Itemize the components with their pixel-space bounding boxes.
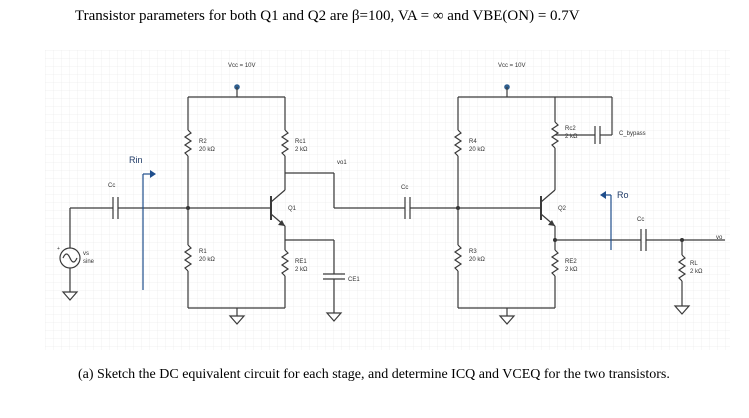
ro-indicator: Ro — [600, 190, 629, 250]
rl-value: 2 kΩ — [690, 269, 703, 275]
source-vs: + vs sine — [57, 246, 95, 301]
capacitor-c-bypass: C_bypass — [555, 126, 646, 144]
q2-label: Q2 — [558, 206, 567, 212]
vo-label: vo — [716, 235, 723, 241]
capacitor-cc-out: Cc — [637, 217, 725, 251]
ground-stage2-bias — [498, 308, 516, 325]
resistor-rl: RL 2 kΩ — [677, 240, 703, 306]
resistor-r4: R4 20 kΩ — [453, 97, 485, 208]
re2-value: 2 kΩ — [565, 267, 578, 273]
vcc2-source: Vcc = 10V — [498, 63, 526, 97]
rc2-value: 2 kΩ — [565, 134, 578, 140]
grid-background — [45, 50, 730, 350]
transistor-q1: Q1 — [188, 173, 297, 240]
question-text: (a) Sketch the DC equivalent circuit for… — [78, 367, 670, 382]
rl-name: RL — [690, 261, 698, 267]
re2-name: RE2 — [565, 259, 577, 265]
capacitor-cc-mid: Cc — [401, 185, 458, 219]
cc-in-label: Cc — [108, 183, 115, 189]
r1-name: R1 — [199, 249, 207, 255]
ground-stage1-bias — [228, 308, 246, 325]
capacitor-cc-in: Cc — [108, 183, 188, 219]
transistor-q2: Q2 — [458, 173, 567, 240]
vs-type: sine — [83, 259, 95, 265]
c-bypass-label: C_bypass — [619, 131, 646, 137]
rc2-name: Rc2 — [565, 126, 576, 132]
resistor-r1: R1 20 kΩ — [183, 208, 285, 309]
vs-name: vs — [83, 251, 89, 257]
circuit-diagram: Vcc = 10V R2 20 kΩ Rc1 2 kΩ vo1 — [45, 50, 730, 350]
ground-ce1 — [325, 312, 343, 322]
vcc1-label: Vcc = 10V — [228, 63, 256, 69]
rc1-value: 2 kΩ — [295, 147, 308, 153]
resistor-r2: R2 20 kΩ — [183, 97, 215, 208]
problem-statement: Transistor parameters for both Q1 and Q2… — [75, 8, 580, 24]
resistor-re1: RE1 2 kΩ — [280, 240, 308, 308]
vcc2-label: Vcc = 10V — [498, 63, 526, 69]
vcc1-source: Vcc = 10V — [228, 63, 256, 97]
r2-value: 20 kΩ — [199, 147, 215, 153]
r4-name: R4 — [469, 139, 477, 145]
q1-label: Q1 — [288, 206, 297, 212]
r3-value: 20 kΩ — [469, 257, 485, 263]
ground-rl — [673, 305, 691, 315]
r1-value: 20 kΩ — [199, 257, 215, 263]
capacitor-ce1: CE1 — [323, 240, 360, 313]
r3-name: R3 — [469, 249, 477, 255]
cc-mid-label: Cc — [401, 185, 408, 191]
cc-out-label: Cc — [637, 217, 644, 223]
svg-text:+: + — [57, 246, 60, 252]
rin-indicator: Rin — [129, 155, 156, 290]
resistor-rc1: Rc1 2 kΩ — [280, 97, 308, 173]
ce1-label: CE1 — [348, 277, 360, 283]
r2-name: R2 — [199, 139, 207, 145]
r4-value: 20 kΩ — [469, 147, 485, 153]
ro-label: Ro — [617, 190, 629, 200]
re1-value: 2 kΩ — [295, 267, 308, 273]
rin-label: Rin — [129, 155, 143, 165]
re1-name: RE1 — [295, 259, 307, 265]
rc1-name: Rc1 — [295, 139, 306, 145]
vo1-label: vo1 — [337, 160, 347, 166]
